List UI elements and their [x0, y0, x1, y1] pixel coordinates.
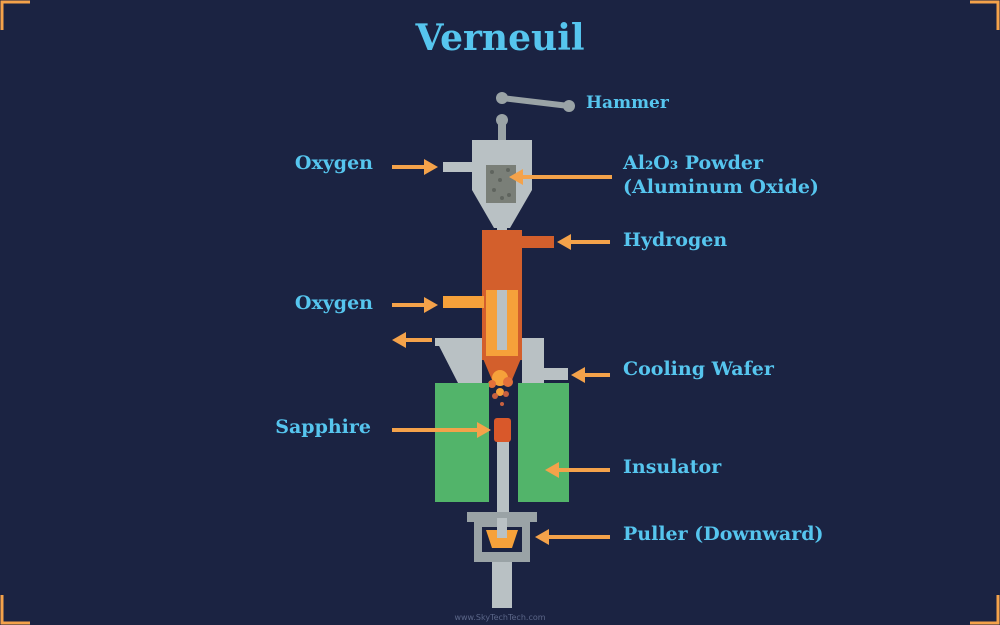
corner-bottom-left — [0, 595, 30, 625]
arrow-oxygen-mid — [392, 297, 438, 313]
pedestal-rod — [497, 440, 509, 518]
corner-top-left — [0, 0, 30, 30]
label-oxygen-mid: Oxygen — [295, 292, 373, 314]
label-cooling-wafer: Cooling Wafer — [623, 358, 775, 380]
burner — [443, 230, 554, 360]
hydrogen-inlet — [520, 236, 554, 248]
label-hammer: Hammer — [586, 93, 670, 113]
insulator — [435, 383, 569, 502]
corner-bottom-right — [970, 595, 1000, 625]
label-insulator: Insulator — [623, 456, 722, 478]
cooling-wafer — [435, 338, 568, 383]
arrow-insulator — [545, 462, 610, 478]
hammer — [496, 92, 575, 112]
watermark: www.SkyTechTech.com — [454, 613, 545, 622]
label-powder-line1: Al₂O₃ Powder — [622, 152, 764, 174]
arrow-powder — [509, 169, 612, 185]
puller — [467, 512, 537, 608]
insulator-left — [435, 383, 489, 502]
arrow-exhaust — [392, 332, 432, 348]
label-puller: Puller (Downward) — [623, 523, 824, 545]
flame — [488, 370, 513, 406]
arrows — [392, 159, 612, 545]
label-powder-line2: (Aluminum Oxide) — [623, 176, 819, 198]
label-hydrogen: Hydrogen — [623, 229, 727, 251]
arrow-puller — [535, 529, 610, 545]
sapphire-boule — [494, 418, 511, 518]
sapphire-crystal — [494, 418, 511, 442]
label-sapphire: Sapphire — [275, 416, 371, 438]
arrow-sapphire — [392, 422, 491, 438]
label-oxygen-top: Oxygen — [295, 152, 373, 174]
arrow-cooling-wafer — [571, 367, 610, 383]
oxygen-inlet-top — [443, 162, 473, 172]
corner-top-right — [970, 0, 1000, 30]
diagram-title: Verneuil — [414, 17, 584, 59]
oxygen-inlet-mid — [443, 296, 484, 308]
arrow-oxygen-top — [392, 159, 438, 175]
insulator-right — [518, 383, 569, 502]
arrow-hydrogen — [557, 234, 610, 250]
